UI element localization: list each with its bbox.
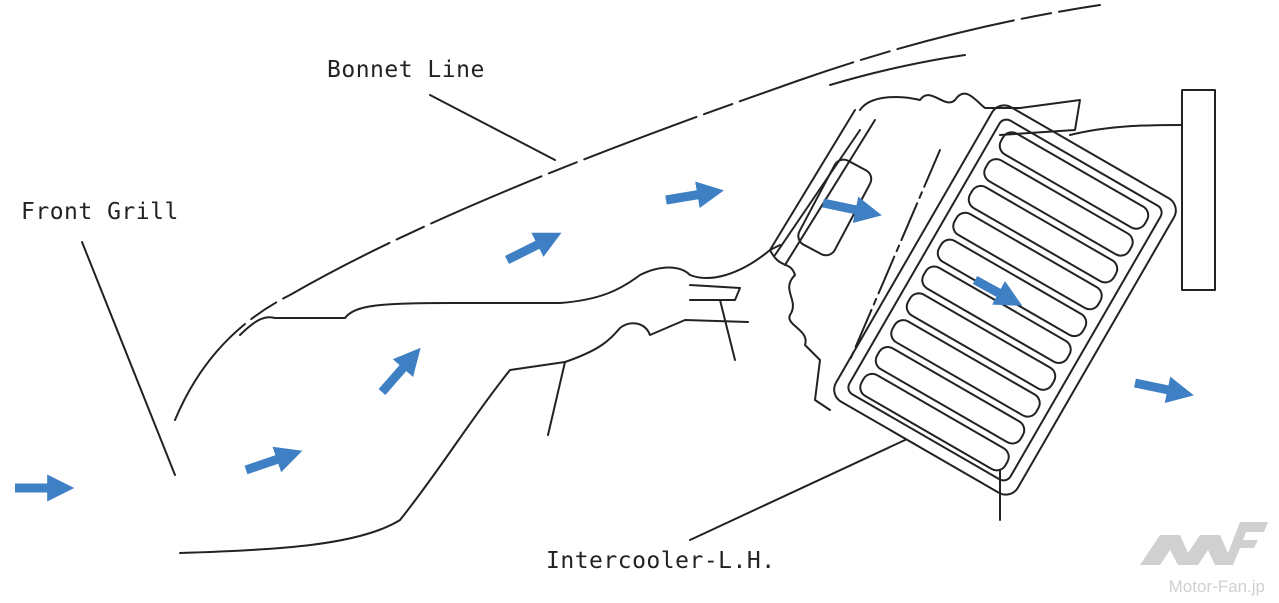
bonnet-line-label: Bonnet Line <box>327 57 485 83</box>
airflow-arrow <box>378 347 421 395</box>
bonnet-inner-line <box>829 54 966 86</box>
bonnet-line <box>174 4 1101 421</box>
motor-fan-logo <box>1140 522 1268 565</box>
shroud-seal <box>859 92 1081 136</box>
mount-bracket <box>1069 124 1183 136</box>
airflow-arrow <box>822 196 882 224</box>
airflow-arrow <box>1134 376 1194 404</box>
lower-duct-bracket <box>547 361 566 436</box>
front-grill-label: Front Grill <box>21 199 179 225</box>
reservoir <box>797 158 873 257</box>
mount-plate <box>1181 89 1216 291</box>
airflow-arrow <box>504 232 562 265</box>
intercooler-leader <box>689 439 906 541</box>
airflow-arrow <box>665 181 724 209</box>
airflow-arrow <box>972 276 1023 306</box>
shroud-front <box>769 109 856 411</box>
airflow-arrow <box>244 446 303 475</box>
front-grill-leader <box>81 241 176 476</box>
upper-duct-panel <box>239 244 781 336</box>
shroud-inner <box>774 119 876 266</box>
intercooler-label: Intercooler-L.H. <box>546 548 776 574</box>
duct-clip <box>689 284 741 361</box>
lower-duct-panel <box>179 319 749 554</box>
airflow-arrows <box>15 181 1194 502</box>
intercooler-centerline <box>849 149 941 361</box>
bonnet-line-leader <box>429 94 556 161</box>
watermark-site: Motor-Fan.jp <box>1168 577 1265 596</box>
